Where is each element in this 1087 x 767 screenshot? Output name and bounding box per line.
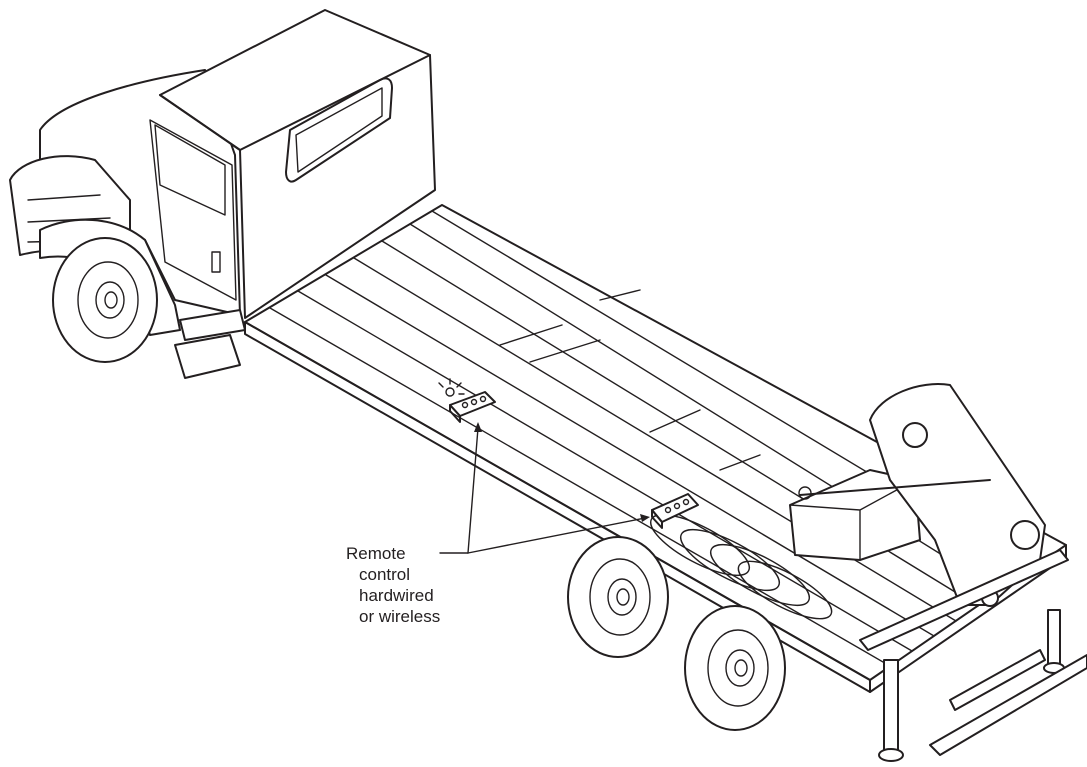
coiled-cable [650, 513, 833, 620]
callout-leaders [439, 422, 650, 554]
rear-wheel-2 [684, 605, 786, 731]
callout-line-2: control [359, 565, 411, 584]
remote-control-unit-1 [438, 378, 496, 423]
outriggers [859, 549, 1087, 762]
remote-control-unit-2 [651, 493, 699, 529]
rear-wheel-1 [567, 536, 669, 658]
callout-line-3: hardwired [359, 586, 434, 605]
flatbed-deck [244, 204, 1067, 693]
front-wheel [52, 237, 158, 363]
cab-step [174, 309, 246, 379]
callout-line-4: or wireless [359, 607, 441, 626]
callout-line-1: Remote [346, 544, 406, 563]
callout-label: Remote control hardwired or wireless [346, 543, 440, 627]
crane-boom [789, 383, 1046, 607]
